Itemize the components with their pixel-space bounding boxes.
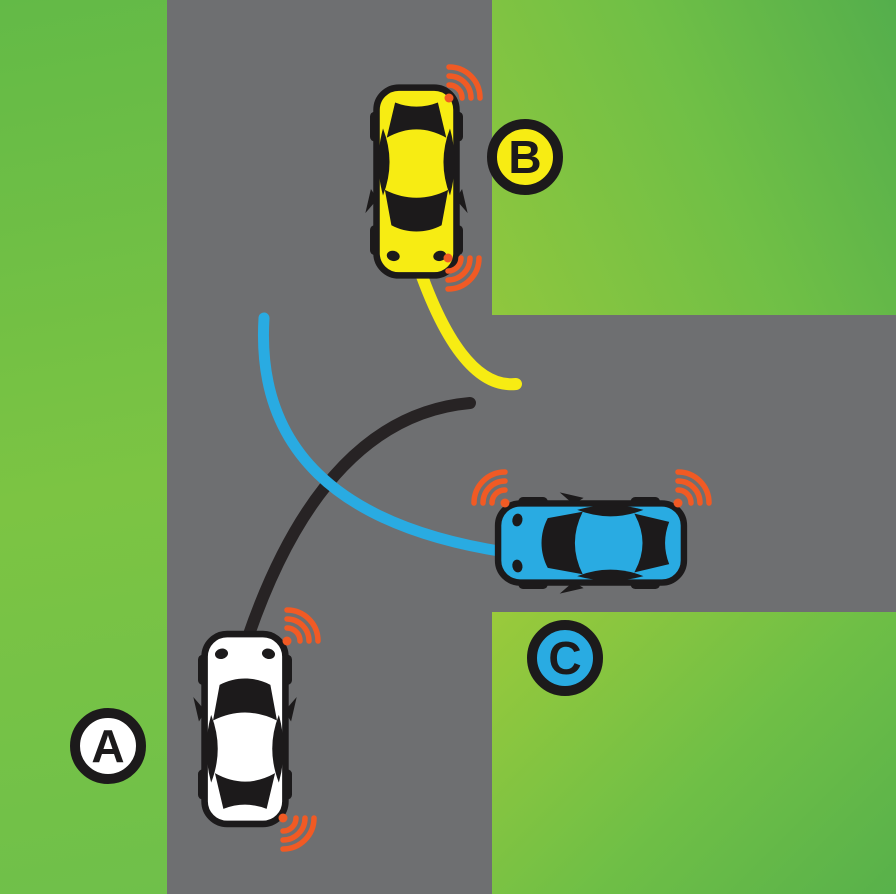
car-b-graphic (365, 84, 468, 279)
car-b-turn-signal-icon (444, 64, 483, 103)
badge-car-a[interactable]: A (70, 708, 146, 784)
car-a-windshield (213, 678, 277, 721)
car-b-headlight-left (433, 250, 447, 262)
car-c-rear-window (634, 513, 670, 573)
car-a-turn-arrow (241, 397, 476, 646)
car-c-turn-signal-icon (471, 469, 510, 508)
car-c-windshield (541, 511, 583, 575)
car-c-turn-arrow (257, 312, 511, 558)
badge-car-c[interactable]: C (527, 620, 603, 696)
badge-a-letter: A (91, 720, 125, 772)
car-c-headlight-right (512, 513, 523, 527)
car-b-turn-arrow (407, 244, 522, 391)
car-a-graphic (193, 630, 297, 828)
car-c-turn-signal-icon (673, 469, 712, 508)
car-c (494, 492, 688, 594)
car-a-headlight-left (214, 648, 229, 660)
badge-b-letter: B (508, 131, 542, 183)
car-a-headlight-right (261, 648, 276, 660)
car-b-rear-window (386, 102, 447, 138)
badge-c-letter: C (548, 632, 582, 684)
car-b-headlight-right (386, 250, 400, 262)
car-a-rear-window (214, 773, 276, 809)
car-a (193, 630, 297, 828)
car-c-body (494, 500, 688, 586)
car-c-headlight-left (512, 559, 523, 573)
car-a-body (201, 630, 289, 828)
car-a-turn-signal-icon (282, 607, 321, 646)
badge-car-b[interactable]: B (487, 119, 563, 195)
car-c-graphic (494, 492, 688, 594)
car-a-turn-signal-icon (278, 813, 317, 852)
car-b-windshield (384, 189, 449, 232)
car-b-turn-signal-icon (443, 253, 482, 292)
car-b (365, 84, 468, 279)
car-b-body (373, 84, 460, 279)
